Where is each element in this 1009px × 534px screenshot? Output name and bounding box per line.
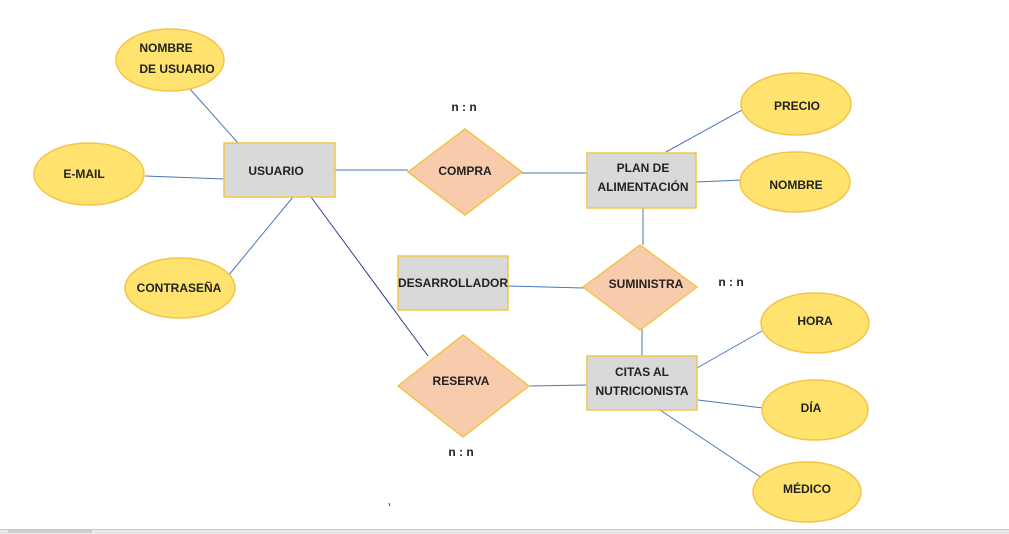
relationship-suministra: SUMINISTRA — [581, 244, 699, 331]
line-citas-medico — [659, 409, 763, 479]
attribute-precio: PRECIO — [740, 72, 852, 136]
attribute-email: E-MAIL — [33, 142, 145, 206]
attribute-dia: DÍA — [761, 379, 869, 441]
horizontal-scrollbar[interactable] — [0, 529, 1009, 534]
entity-plan-line1: PLAN DE — [617, 161, 670, 175]
cardinality-suministra: n : n — [718, 275, 743, 289]
attribute-nombre-usuario: NOMBRE DE USUARIO — [115, 28, 225, 92]
entity-usuario-label: USUARIO — [248, 164, 303, 178]
entity-citas-line1: CITAS AL — [615, 365, 669, 379]
relationship-compra-label: COMPRA — [438, 164, 492, 178]
attribute-contrasena-label: CONTRASEÑA — [137, 280, 222, 295]
entity-citas-line2: NUTRICIONISTA — [595, 384, 688, 398]
attribute-nombre-usuario-line1: NOMBRE — [139, 41, 192, 55]
entity-usuario: USUARIO — [223, 142, 336, 198]
entity-plan-line2: ALIMENTACIÓN — [597, 179, 688, 194]
line-usuario-reserva — [310, 196, 429, 357]
line-citas-dia — [697, 399, 764, 409]
relationship-reserva: RESERVA — [396, 334, 531, 438]
line-usuario-contrasena — [227, 196, 294, 277]
entity-desarrollador: DESARROLLADOR — [397, 255, 509, 311]
relationship-suministra-label: SUMINISTRA — [609, 277, 684, 291]
scrollbar-thumb[interactable] — [8, 530, 92, 533]
line-reserva-citas — [528, 384, 588, 387]
stray-mark — [388, 502, 391, 507]
line-plan-nombre — [695, 179, 743, 183]
attribute-hora: HORA — [760, 292, 870, 354]
attribute-medico-label: MÉDICO — [783, 481, 831, 496]
attribute-email-label: E-MAIL — [63, 167, 104, 181]
relationship-compra: COMPRA — [406, 128, 524, 216]
connector-lines — [144, 88, 764, 479]
line-usuario-nombre-usuario — [189, 88, 239, 144]
entity-plan-alimentacion: PLAN DE ALIMENTACIÓN — [586, 152, 697, 209]
relationship-reserva-label: RESERVA — [433, 374, 490, 388]
attribute-medico: MÉDICO — [752, 461, 862, 523]
cardinality-reserva: n : n — [448, 445, 473, 459]
line-desarrollador-suministra — [507, 285, 585, 289]
line-plan-precio — [665, 109, 743, 153]
attribute-precio-label: PRECIO — [774, 99, 820, 113]
attribute-hora-label: HORA — [797, 314, 833, 328]
attribute-contrasena: CONTRASEÑA — [124, 257, 236, 319]
attribute-nombre-label: NOMBRE — [769, 178, 822, 192]
line-usuario-email — [144, 175, 225, 180]
attribute-nombre-usuario-line2: DE USUARIO — [139, 62, 214, 76]
attribute-nombre: NOMBRE — [739, 151, 851, 213]
attribute-dia-label: DÍA — [801, 400, 822, 415]
entity-desarrollador-label: DESARROLLADOR — [398, 276, 508, 290]
entity-citas-nutricionista: CITAS AL NUTRICIONISTA — [586, 355, 698, 411]
line-citas-hora — [689, 330, 763, 373]
cardinality-compra: n : n — [451, 100, 476, 114]
